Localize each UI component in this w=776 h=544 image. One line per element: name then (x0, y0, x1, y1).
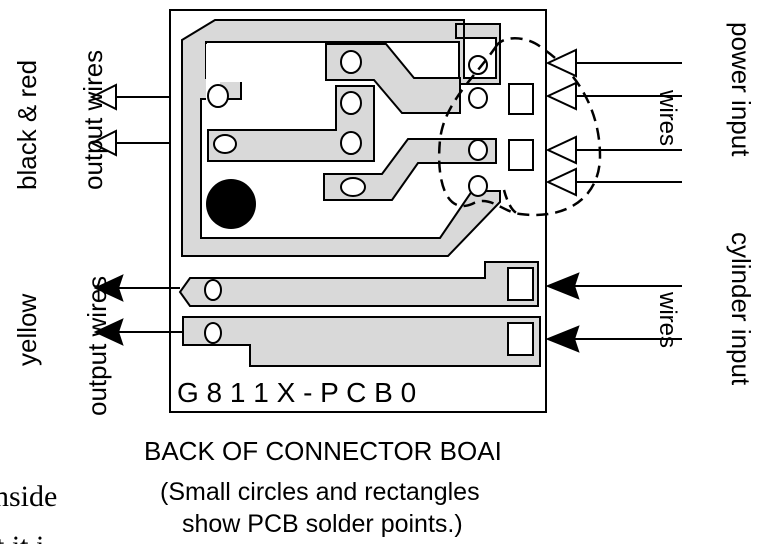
clipped-body-text-2: t it i (0, 530, 44, 544)
pcb-trace-middle-left (207, 85, 375, 162)
clipped-body-text-1: nside (0, 480, 57, 513)
label-wires-top: wires (654, 89, 681, 146)
right-input-arrows-top (545, 48, 682, 197)
dashed-enclosure (437, 37, 602, 217)
solder-rect (507, 322, 534, 356)
solder-oval (468, 55, 488, 75)
pcb-trace-rail-1 (178, 261, 539, 307)
solder-oval (340, 50, 362, 74)
solder-oval (207, 84, 229, 108)
solder-oval (213, 134, 237, 154)
solder-oval (468, 175, 488, 197)
caption-title: BACK OF CONNECTOR BOAI (144, 436, 502, 466)
board-code: G 8 1 1 X - P C B 0 (177, 377, 416, 408)
caption-line-1: (Small circles and rectangles (160, 478, 480, 506)
pcb-trace-main (181, 19, 501, 257)
solder-rect (508, 139, 534, 171)
dashed-enclosure-cap (502, 189, 521, 216)
solder-oval (340, 91, 362, 115)
pcb-trace-middle-right (323, 138, 497, 201)
right-input-arrows-bottom (545, 272, 682, 353)
solder-oval (204, 322, 222, 344)
label-cylinder-input: cylinder input (726, 232, 756, 386)
mounting-hole (206, 179, 256, 229)
caption-line-2: show PCB solder points.) (182, 510, 463, 538)
label-yellow: yellow (12, 294, 42, 366)
label-output-wires-bottom: output wires (82, 276, 112, 416)
pcb-trace-rail-2 (182, 316, 541, 367)
solder-oval (468, 139, 488, 161)
label-black-and-red: black & red (12, 60, 42, 190)
label-wires-bottom: wires (654, 291, 681, 348)
solder-rect (508, 83, 534, 115)
left-output-arrows-top (89, 83, 170, 157)
label-output-wires-top: output wires (78, 50, 108, 190)
left-output-arrows-bottom (93, 274, 183, 346)
solder-oval (340, 177, 366, 197)
solder-oval (468, 87, 488, 109)
solder-oval (340, 131, 362, 155)
label-power-input: power input (726, 22, 756, 157)
solder-rect (507, 267, 534, 301)
solder-oval (204, 279, 222, 301)
